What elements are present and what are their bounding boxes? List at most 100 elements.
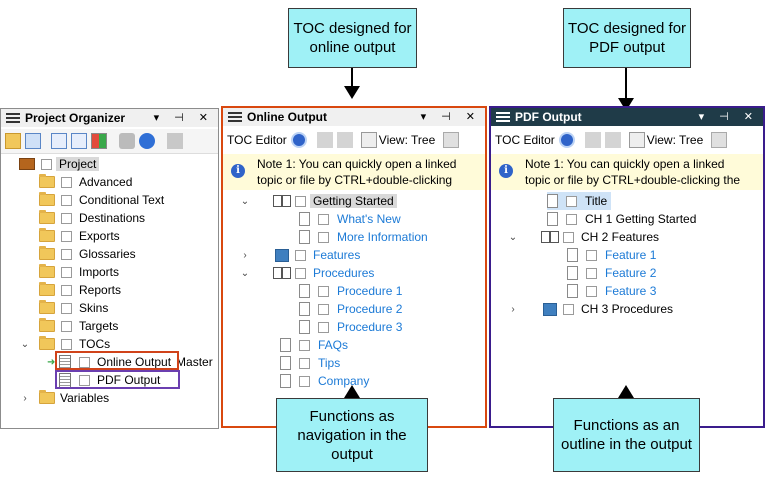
refresh-icon[interactable]: [139, 133, 155, 149]
checkbox[interactable]: [586, 249, 597, 261]
checkbox[interactable]: [61, 212, 72, 224]
window-controls[interactable]: ▾ ⊣ ✕: [420, 111, 481, 123]
window-controls[interactable]: ▾ ⊣ ✕: [698, 111, 759, 123]
checkbox[interactable]: [318, 285, 329, 297]
checkbox[interactable]: [586, 267, 597, 279]
tree-folder-tocs[interactable]: ⌄TOCs: [19, 335, 110, 353]
toc-node-company[interactable]: Company: [280, 372, 369, 390]
checkbox[interactable]: [318, 321, 329, 333]
checkbox[interactable]: [61, 176, 72, 188]
toc-node-features[interactable]: ›Features: [239, 246, 360, 264]
checkbox[interactable]: [61, 284, 72, 296]
chevron-down-icon[interactable]: ⌄: [508, 231, 518, 243]
tree-folder[interactable]: Targets: [39, 317, 118, 335]
edit-icon[interactable]: [119, 133, 135, 149]
checkbox[interactable]: [61, 266, 72, 278]
toc-node-label: Company: [318, 374, 370, 388]
window-controls[interactable]: ▾ ⊣ ✕: [153, 112, 214, 124]
toc-node-ch3[interactable]: ›CH 3 Procedures: [507, 300, 673, 318]
checkbox[interactable]: [563, 231, 574, 243]
menu-icon[interactable]: [496, 112, 510, 122]
duplicate-icon[interactable]: [71, 133, 87, 149]
tree-folder[interactable]: Glossaries: [39, 245, 136, 263]
info-button[interactable]: [558, 132, 575, 148]
toc-node-title[interactable]: Title: [547, 192, 612, 210]
toc-node-procedure-1[interactable]: Procedure 1: [299, 282, 402, 300]
options-icon[interactable]: [711, 132, 728, 148]
toc-item-pdf-output[interactable]: PDF Output: [59, 371, 160, 389]
checkbox[interactable]: [295, 195, 306, 207]
page-icon: [299, 320, 310, 334]
checkbox[interactable]: [61, 302, 72, 314]
checkbox[interactable]: [61, 194, 72, 206]
toc-node-ch1[interactable]: CH 1 Getting Started: [547, 210, 696, 228]
checkbox[interactable]: [79, 356, 90, 368]
toc-node-ch2[interactable]: ⌄CH 2 Features: [507, 228, 659, 246]
copy-icon[interactable]: [51, 133, 67, 149]
chevron-down-icon[interactable]: ⌄: [240, 267, 250, 279]
checkbox[interactable]: [61, 230, 72, 242]
toc-node-procedures[interactable]: ⌄Procedures: [239, 264, 375, 282]
unlink-icon[interactable]: [604, 132, 621, 148]
view-icon[interactable]: [25, 133, 41, 149]
checkbox[interactable]: [563, 303, 574, 315]
tree-folder[interactable]: Conditional Text: [39, 191, 164, 209]
toc-node-procedure-3[interactable]: Procedure 3: [299, 318, 402, 336]
toc-node-faqs[interactable]: FAQs: [280, 336, 348, 354]
chevron-down-icon[interactable]: ⌄: [20, 338, 30, 350]
checkbox[interactable]: [61, 338, 72, 350]
toc-node-procedure-2[interactable]: Procedure 2: [299, 300, 402, 318]
tree-root-project[interactable]: Project: [19, 155, 100, 173]
chevron-right-icon[interactable]: ›: [243, 249, 247, 261]
checkbox[interactable]: [61, 320, 72, 332]
chevron-down-icon[interactable]: ⌄: [240, 195, 250, 207]
grid-icon[interactable]: [91, 133, 107, 149]
chevron-right-icon[interactable]: ›: [23, 392, 27, 404]
tree-folder[interactable]: Exports: [39, 227, 120, 245]
checkbox[interactable]: [299, 375, 310, 387]
tree-folder[interactable]: ›Variables: [19, 389, 109, 407]
view-tree-icon[interactable]: [628, 132, 645, 148]
toc-node-getting-started[interactable]: ⌄Getting Started: [239, 192, 397, 210]
checkbox[interactable]: [586, 285, 597, 297]
tree-folder[interactable]: Advanced: [39, 173, 132, 191]
open-folder-icon[interactable]: [5, 133, 21, 149]
view-tree-icon[interactable]: [360, 132, 377, 148]
toc-node-more-information[interactable]: More Information: [299, 228, 428, 246]
checkbox[interactable]: [299, 357, 310, 369]
toc-node-feature-1[interactable]: Feature 1: [567, 246, 656, 264]
checkbox[interactable]: [299, 339, 310, 351]
online-output-highlight: [55, 351, 179, 370]
checkbox[interactable]: [318, 213, 329, 225]
toc-node-whats-new[interactable]: What's New: [299, 210, 401, 228]
link-icon[interactable]: [584, 132, 601, 148]
add-icon[interactable]: [167, 133, 183, 149]
menu-icon[interactable]: [228, 112, 242, 122]
tree-folder[interactable]: Imports: [39, 263, 119, 281]
toc-node-tips[interactable]: Tips: [280, 354, 340, 372]
view-tree-label[interactable]: View: Tree: [378, 133, 436, 147]
menu-icon[interactable]: [6, 113, 20, 123]
checkbox[interactable]: [318, 303, 329, 315]
toc-node-feature-3[interactable]: Feature 3: [567, 282, 656, 300]
tree-folder[interactable]: Destinations: [39, 209, 145, 227]
view-tree-label[interactable]: View: Tree: [646, 133, 704, 147]
unlink-icon[interactable]: [336, 132, 353, 148]
checkbox[interactable]: [566, 195, 577, 207]
info-button[interactable]: [290, 132, 307, 148]
checkbox[interactable]: [41, 158, 52, 170]
checkbox[interactable]: [61, 248, 72, 260]
checkbox[interactable]: [79, 374, 90, 386]
toc-node-feature-2[interactable]: Feature 2: [567, 264, 656, 282]
callout-online-top: TOC designed for online output: [288, 8, 417, 68]
options-icon[interactable]: [443, 132, 460, 148]
chevron-right-icon[interactable]: ›: [511, 303, 515, 315]
checkbox[interactable]: [295, 249, 306, 261]
tree-folder[interactable]: Reports: [39, 281, 121, 299]
tree-folder[interactable]: Skins: [39, 299, 108, 317]
link-icon[interactable]: [316, 132, 333, 148]
checkbox[interactable]: [318, 231, 329, 243]
checkbox[interactable]: [295, 267, 306, 279]
checkbox[interactable]: [566, 213, 577, 225]
